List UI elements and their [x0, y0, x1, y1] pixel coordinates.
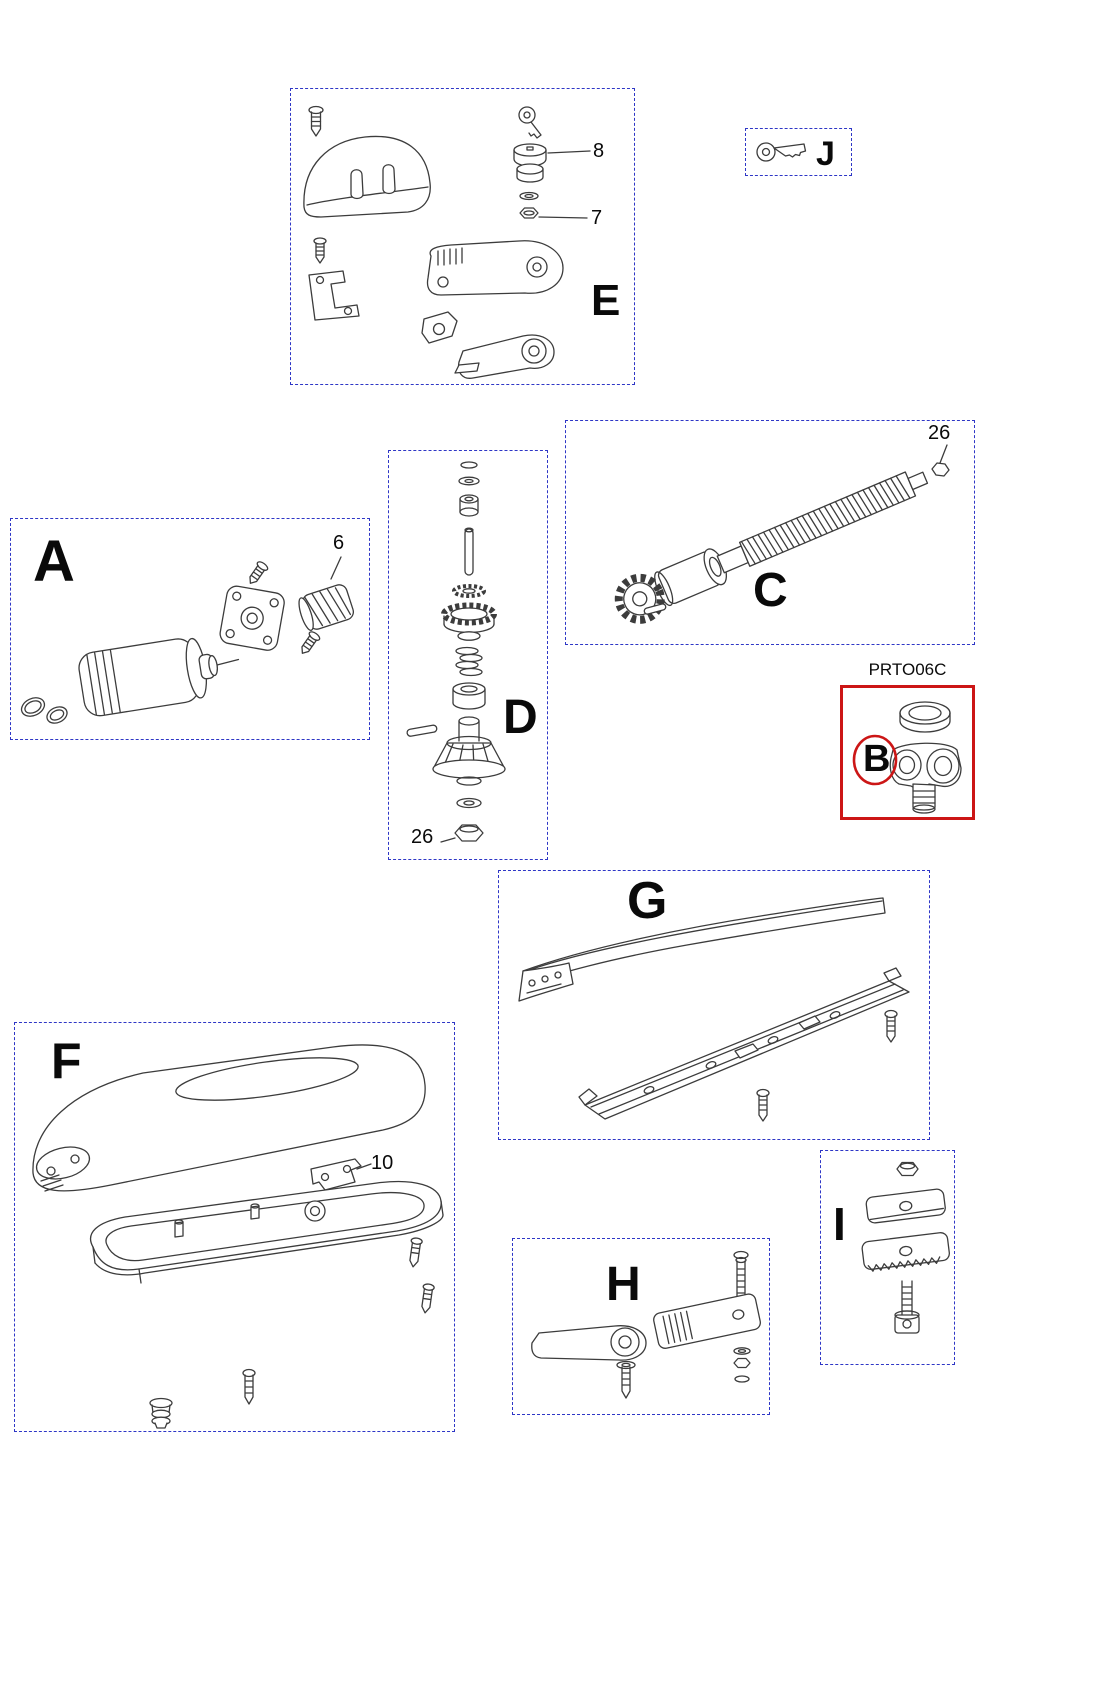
- clamp-plate-drawing: [865, 1188, 946, 1224]
- group-b-parts-drawing: [852, 701, 962, 814]
- bracket-screw-drawing: [313, 237, 327, 264]
- callout-part-10: 10: [371, 1152, 394, 1174]
- group-a-letter: A: [33, 529, 75, 594]
- base-rail-drawing: [578, 967, 910, 1120]
- group-box-e[interactable]: E 8 7: [290, 88, 635, 385]
- gear-pin-drawing: [643, 603, 667, 615]
- motor-drawing: [78, 637, 240, 717]
- highlight-circle: [852, 734, 898, 786]
- flange-screw-bottom-drawing: [301, 631, 321, 654]
- clamp-bolt-drawing: [733, 1250, 749, 1304]
- cover-screw-drawing: [308, 105, 324, 137]
- group-box-i[interactable]: I: [820, 1150, 955, 1365]
- leader-line-d26: [440, 837, 456, 843]
- lock-nut-drawing: [519, 207, 539, 219]
- callout-part-26-d: 26: [411, 826, 434, 848]
- body-top-shell-drawing: [32, 1044, 426, 1192]
- flat-plate-drawing: [531, 1325, 647, 1361]
- group-d-parts-drawing: [406, 461, 506, 843]
- flange-screw-top-drawing: [249, 561, 269, 584]
- group-e-letter: E: [591, 276, 621, 325]
- spare-key-drawing: [756, 142, 807, 162]
- bolt-washer-nut-drawing: [733, 1347, 751, 1383]
- group-f-letter: F: [51, 1033, 82, 1089]
- group-g-letter: G: [627, 872, 668, 930]
- bracket-10-drawing: [310, 1158, 362, 1191]
- cam-lever-drawing: [454, 334, 555, 379]
- group-h-parts-drawing: [531, 1250, 761, 1399]
- group-e-parts-drawing: [303, 105, 591, 379]
- worm-gear-drawing: [298, 584, 355, 631]
- screw-end-nut-drawing: [931, 462, 950, 477]
- group-box-h[interactable]: H: [512, 1238, 770, 1415]
- gearbox-flange-drawing: [219, 585, 285, 651]
- group-box-g[interactable]: G: [498, 870, 930, 1140]
- rail-screw-right-drawing: [884, 1009, 898, 1043]
- o-rings-drawing: [20, 697, 68, 724]
- group-i-letter: I: [833, 1198, 846, 1250]
- callout-part-26-c: 26: [928, 422, 951, 444]
- tray-screw-1-drawing: [409, 1237, 423, 1268]
- group-box-f[interactable]: F 10: [14, 1022, 455, 1432]
- lock-washer-drawing: [519, 191, 539, 201]
- leader-line-6: [330, 556, 342, 580]
- callout-part-7: 7: [591, 207, 603, 229]
- callout-part-8: 8: [593, 140, 605, 162]
- group-b-letter: B: [863, 738, 891, 780]
- bushing-drawing: [899, 701, 951, 733]
- group-box-b[interactable]: B: [840, 685, 975, 820]
- product-code-label: PRTO06C: [868, 660, 947, 679]
- shaft-stack-drawing: [406, 461, 506, 842]
- group-j-parts-drawing: [756, 142, 807, 162]
- group-a-parts-drawing: [20, 556, 355, 724]
- callout-part-6: 6: [333, 532, 345, 554]
- group-box-a[interactable]: A 6: [10, 518, 370, 740]
- mount-bracket-drawing: [308, 270, 360, 321]
- cover-lid-drawing: [518, 897, 886, 1002]
- group-c-letter: C: [753, 564, 788, 617]
- group-box-d[interactable]: D 26: [388, 450, 548, 860]
- latch-drawing: [421, 311, 458, 344]
- front-yoke-drawing: [889, 742, 962, 814]
- group-g-parts-drawing: [518, 897, 910, 1122]
- leader-line-c26: [939, 444, 948, 464]
- group-f-parts-drawing: [32, 1044, 444, 1429]
- leader-line-8: [547, 150, 591, 154]
- serrated-plate-drawing: [653, 1293, 761, 1349]
- lock-cylinder-drawing: [513, 143, 547, 183]
- release-cover-drawing: [303, 135, 431, 218]
- body-base-tray-drawing: [90, 1180, 444, 1284]
- grommet-plug-drawing: [149, 1397, 173, 1429]
- serrated-clamp-drawing: [861, 1232, 950, 1272]
- leader-line-10: [356, 1163, 372, 1170]
- group-box-c[interactable]: C 26: [565, 420, 975, 645]
- group-i-parts-drawing: [861, 1161, 950, 1334]
- release-lever-drawing: [426, 240, 564, 296]
- clamp-nut-drawing: [896, 1161, 919, 1177]
- tray-screw-2-drawing: [421, 1283, 435, 1314]
- tray-screw-bottom-drawing: [242, 1368, 256, 1405]
- rail-screw-bottom-drawing: [756, 1088, 770, 1122]
- group-d-letter: D: [503, 691, 538, 744]
- socket-bolt-drawing: [894, 1280, 920, 1334]
- group-j-letter: J: [816, 135, 835, 173]
- group-c-parts-drawing: [614, 444, 950, 624]
- group-h-letter: H: [606, 1258, 641, 1311]
- leader-line-7: [538, 216, 588, 219]
- plate-screw-drawing: [616, 1360, 636, 1399]
- lock-key-drawing: [518, 106, 542, 139]
- group-box-j[interactable]: J: [745, 128, 852, 176]
